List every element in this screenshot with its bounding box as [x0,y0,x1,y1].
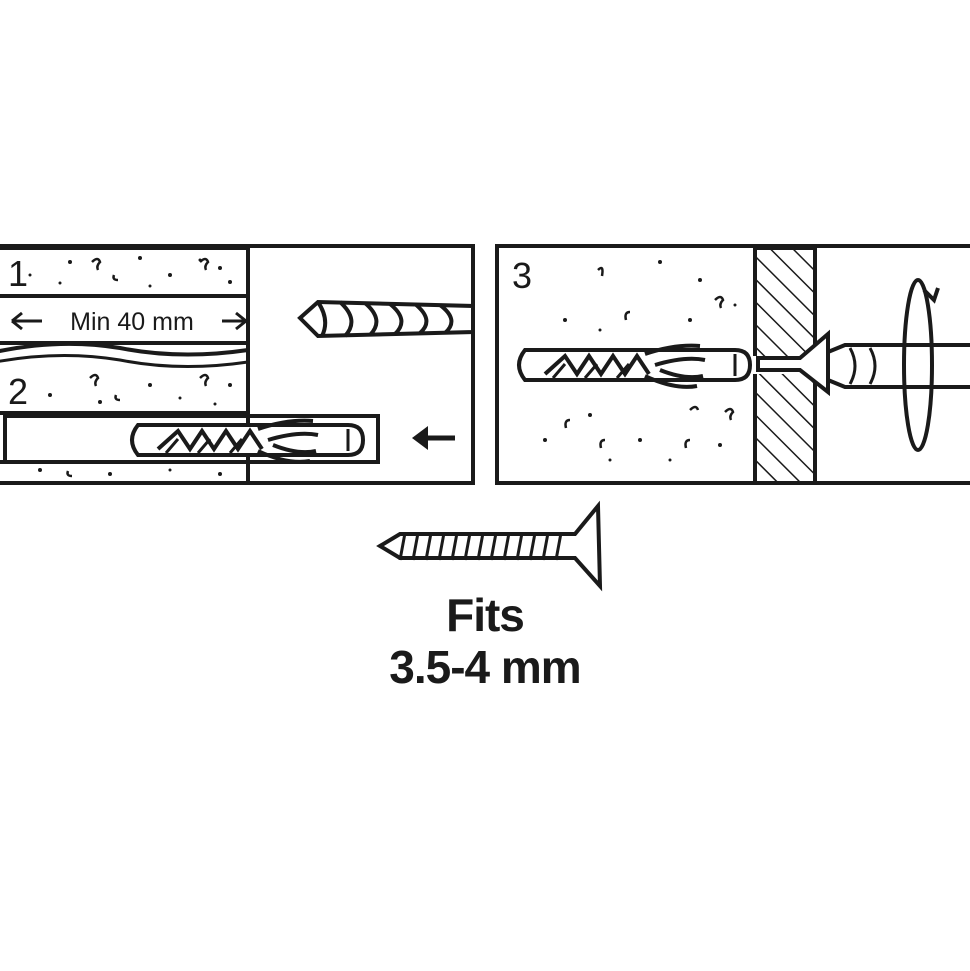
wall-plug-icon [130,418,365,464]
min-depth-label: Min 40 mm [70,308,194,336]
rotation-arrow-icon [902,278,940,452]
push-arrow-icon [412,426,455,450]
screw-fit-size: 3.5-4 mm [389,641,581,693]
panel-step-3: 3 [495,244,970,485]
screwdriver-icon [756,329,970,397]
screw-fit-title: Fits [446,589,525,641]
masonry-texture-3 [543,260,737,462]
masonry-texture [28,256,232,478]
step-number-2: 2 [8,371,28,412]
panel-step-1-2: 1 2 Min 40 mm [0,244,475,485]
step-number-3: 3 [512,255,532,296]
drill-bit-icon [297,299,475,339]
masonry-top [0,246,250,298]
min-depth-dimension: Min 40 mm [11,308,247,336]
step-number-1: 1 [8,253,28,294]
screw-icon [376,500,603,592]
installed-plug-icon [517,343,752,389]
